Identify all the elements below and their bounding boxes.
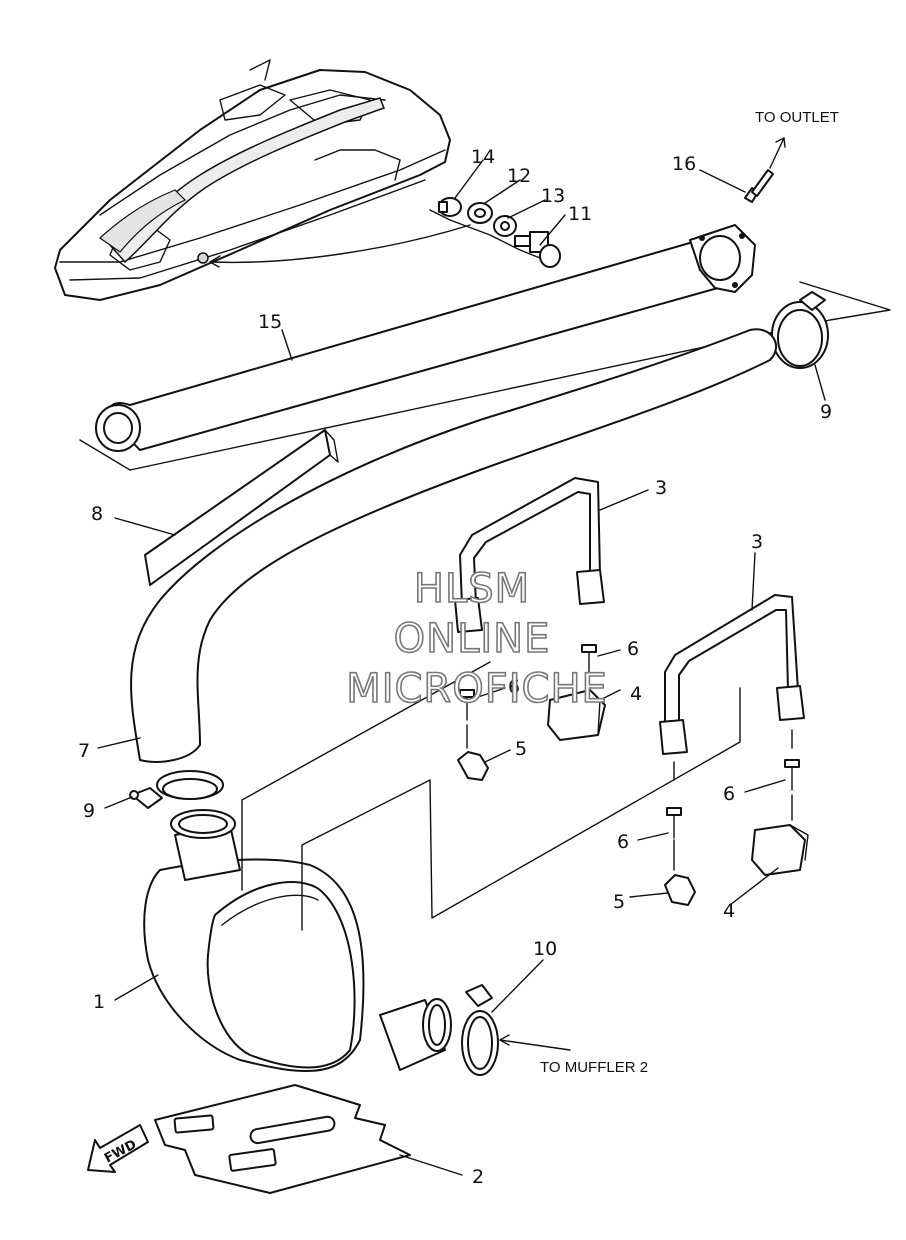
callout-3-lower: 3 [751,531,763,553]
watercraft-hull-illustration [54,59,471,301]
to-outlet-note: TO OUTLET [755,109,839,126]
callout-13: 13 [541,185,565,207]
callout-5-lower: 5 [613,891,625,913]
callout-16: 16 [672,153,696,175]
outlet-nipple-part [744,137,786,203]
callout-4-lower: 4 [723,900,735,922]
callout-14: 14 [471,146,495,168]
exhaust-pipe-part [130,328,777,763]
hose-clamp-left [129,770,224,809]
bracket-lower [659,594,805,755]
insulation-pad-part [144,429,339,586]
rubber-mount-lower [751,824,809,876]
watermark-line-2: ONLINE [394,616,551,662]
callout-labels: 1 2 3 3 4 4 5 5 6 6 6 6 7 8 9 9 10 11 12… [78,146,832,1188]
callout-6-a: 6 [627,638,639,660]
callout-8: 8 [91,503,103,525]
callout-3-upper: 3 [655,477,667,499]
callout-4-upper: 4 [630,683,642,705]
callout-2: 2 [472,1166,484,1188]
callout-6-d: 6 [617,831,629,853]
clip-lower [664,874,696,906]
watermark: HLSM ONLINE MICROFICHE [345,565,608,713]
leader-lines [97,159,826,1176]
callout-12: 12 [507,165,531,187]
callout-5-upper: 5 [515,738,527,760]
forward-arrow-icon [87,1124,149,1173]
callout-15: 15 [258,311,282,333]
hose-clamp-right [771,291,829,369]
mounting-plate-part [154,1084,411,1194]
to-muffler-note: TO MUFFLER 2 [540,1059,648,1076]
assembly-guide-lines [241,661,793,931]
clip-upper [457,751,489,781]
callout-6-b: 6 [508,676,520,698]
callout-9-right: 9 [820,401,832,423]
fitting-parts-group [429,197,561,268]
watermark-line-3: MICROFICHE [346,666,608,712]
watermark-line-1: HLSM [414,566,530,612]
callout-1: 1 [93,991,105,1013]
exhaust-hose-part [79,224,891,471]
callout-9-left: 9 [83,800,95,822]
callout-7: 7 [78,740,90,762]
callout-6-c: 6 [723,783,735,805]
hose-clamp-10 [461,984,571,1076]
bracket-upper [454,477,605,633]
callout-11: 11 [568,203,592,225]
bolt-set [459,644,800,839]
callout-10: 10 [533,938,557,960]
muffler-body-part [143,809,452,1072]
